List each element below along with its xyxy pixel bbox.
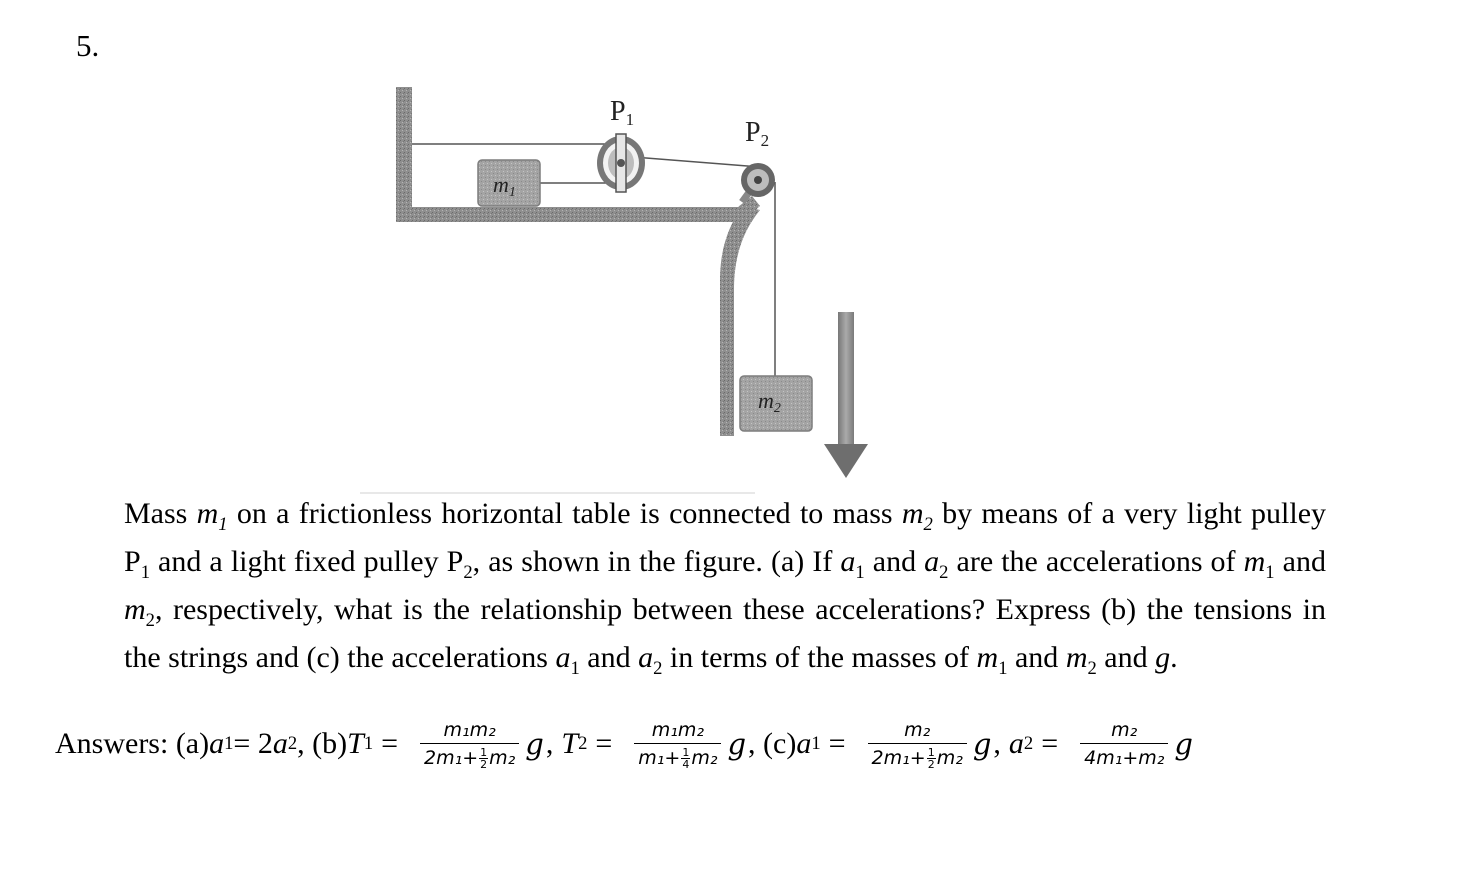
fraction-a2: m₂ 4m₁+m₂ <box>1080 719 1169 769</box>
pulley-figure: m1 P1 P2 m2 <box>360 87 868 494</box>
label-p1: P1 <box>610 96 634 129</box>
block-m2 <box>739 375 813 432</box>
wall-post <box>396 87 412 215</box>
table-top <box>396 196 760 222</box>
down-arrow-icon <box>824 312 868 478</box>
problem-statement: Mass m1 on a frictionless horizontal tab… <box>124 497 1327 679</box>
label-m1: m1 <box>493 172 516 200</box>
table-leg <box>720 206 760 436</box>
label-m2: m2 <box>758 388 781 416</box>
block-m1 <box>477 159 541 207</box>
problem-number: 5. <box>76 28 100 63</box>
pulley-p1 <box>597 133 645 193</box>
pulley-p2 <box>739 163 775 205</box>
label-p2: P2 <box>745 117 769 150</box>
